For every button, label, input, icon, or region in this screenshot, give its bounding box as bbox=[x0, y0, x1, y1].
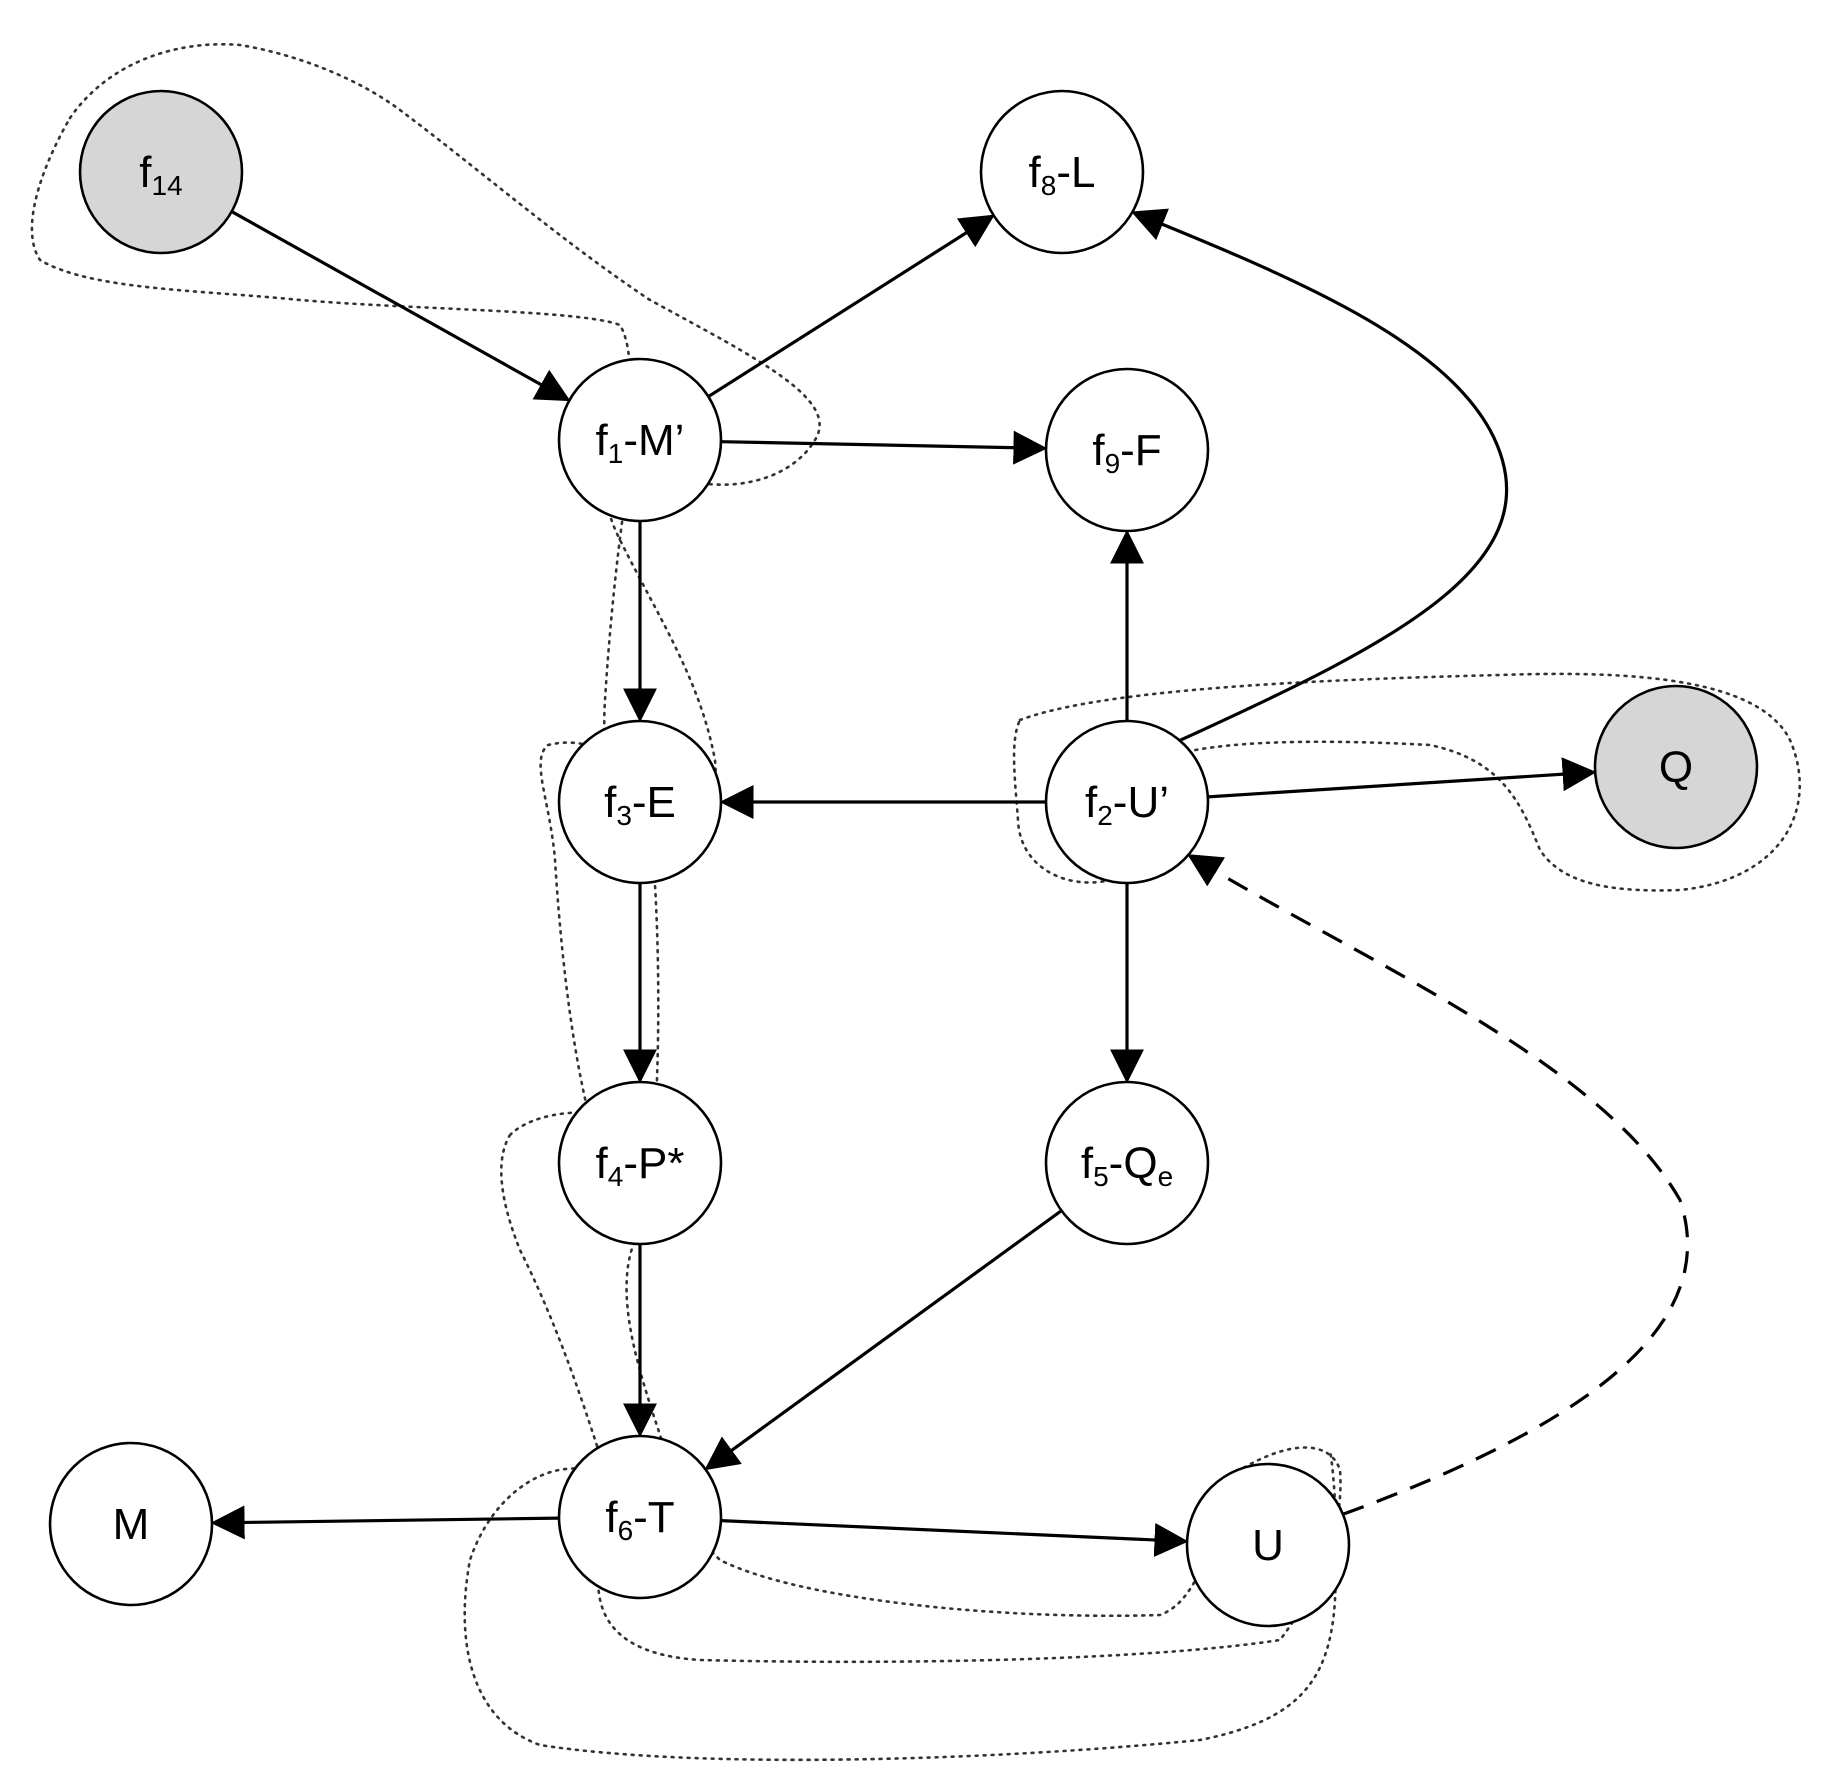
node-label: Q bbox=[1659, 743, 1693, 792]
node-label-subscript: 3 bbox=[616, 800, 632, 831]
node-label: f1-M’ bbox=[596, 416, 685, 469]
node-circle bbox=[1044, 1080, 1210, 1246]
node-f5Q[interactable]: f5-Qe bbox=[1044, 1080, 1210, 1246]
edge-f2U-to-f8L bbox=[1131, 208, 1509, 742]
edge-f6T-to-M bbox=[210, 1505, 560, 1540]
node-label: M bbox=[113, 1500, 150, 1549]
node-label-rest: -E bbox=[632, 778, 676, 827]
node-label-rest: -T bbox=[633, 1493, 675, 1542]
node-circle bbox=[979, 89, 1145, 255]
node-circle bbox=[1044, 719, 1210, 885]
node-circle bbox=[557, 719, 723, 885]
node-label-base: f bbox=[139, 148, 152, 197]
node-label-subscript: 6 bbox=[618, 1515, 634, 1546]
node-label-base: f bbox=[596, 1139, 609, 1188]
node-label-rest: -Q bbox=[1109, 1139, 1158, 1188]
node-label-base: f bbox=[1092, 426, 1105, 475]
node-label: f4-P* bbox=[596, 1139, 685, 1192]
node-label-subscript: 9 bbox=[1105, 448, 1121, 479]
node-U[interactable]: U bbox=[1185, 1462, 1351, 1628]
node-label-base: f bbox=[1081, 1139, 1094, 1188]
node-f8L[interactable]: f8-L bbox=[979, 89, 1145, 255]
node-label-base: f bbox=[1085, 778, 1098, 827]
node-f3E[interactable]: f3-E bbox=[557, 719, 723, 885]
node-label: f9-F bbox=[1092, 426, 1161, 479]
edge-f2U-to-Q bbox=[1207, 757, 1597, 799]
node-label: f6-T bbox=[605, 1493, 674, 1546]
node-label-subscript: 5 bbox=[1093, 1161, 1109, 1192]
node-label-rest: -U’ bbox=[1113, 778, 1169, 827]
node-label-base: f bbox=[1029, 148, 1042, 197]
edges bbox=[210, 208, 1690, 1557]
edge-f1M-to-f8L bbox=[707, 214, 995, 398]
node-label-rest: -M’ bbox=[623, 416, 684, 465]
node-M[interactable]: M bbox=[48, 1441, 214, 1607]
group-f6-u-outer bbox=[463, 1448, 1338, 1762]
node-label: f2-U’ bbox=[1085, 778, 1169, 831]
edge-f6T-to-U bbox=[720, 1519, 1189, 1557]
node-label: f3-E bbox=[604, 778, 676, 831]
node-label-base: Q bbox=[1659, 743, 1693, 792]
group-outlines bbox=[30, 43, 1801, 1762]
node-f14[interactable]: f14 bbox=[78, 89, 244, 255]
edge-f1M-to-f9F bbox=[720, 430, 1048, 465]
node-label: f14 bbox=[139, 148, 182, 201]
node-f9F[interactable]: f9-F bbox=[1044, 367, 1210, 533]
node-circle bbox=[78, 89, 244, 255]
edge-U-to-f2U bbox=[1187, 854, 1690, 1516]
node-label-subscript: 4 bbox=[608, 1161, 624, 1192]
node-label-subscript: 8 bbox=[1041, 170, 1057, 201]
node-label-rest: -P* bbox=[623, 1139, 684, 1188]
node-Q[interactable]: Q bbox=[1593, 684, 1759, 850]
node-label-subscript: 1 bbox=[608, 438, 624, 469]
node-label-subscript-2: e bbox=[1158, 1161, 1174, 1192]
node-f6T[interactable]: f6-T bbox=[557, 1434, 723, 1600]
node-label-base: U bbox=[1252, 1521, 1284, 1570]
group-f6-u-inner bbox=[594, 1446, 1342, 1664]
group-f14-f1 bbox=[30, 43, 821, 486]
edge-f5Q-to-f6T bbox=[704, 1209, 1063, 1471]
node-f1M[interactable]: f1-M’ bbox=[557, 357, 723, 523]
node-circle bbox=[1185, 1462, 1351, 1628]
node-label-base: M bbox=[113, 1500, 150, 1549]
node-circle bbox=[557, 1434, 723, 1600]
node-label-base: f bbox=[596, 416, 609, 465]
node-label-rest: -L bbox=[1056, 148, 1095, 197]
node-label: U bbox=[1252, 1521, 1284, 1570]
node-circle bbox=[557, 357, 723, 523]
node-circle bbox=[557, 1080, 723, 1246]
node-label-subscript: 2 bbox=[1097, 800, 1113, 831]
node-label: f8-L bbox=[1029, 148, 1096, 201]
node-f2U[interactable]: f2-U’ bbox=[1044, 719, 1210, 885]
node-label-base: f bbox=[605, 1493, 618, 1542]
node-circle bbox=[48, 1441, 214, 1607]
node-circle bbox=[1593, 684, 1759, 850]
node-f4P[interactable]: f4-P* bbox=[557, 1080, 723, 1246]
group-f2-q bbox=[1012, 672, 1801, 892]
node-circle bbox=[1044, 367, 1210, 533]
node-label: f5-Qe bbox=[1081, 1139, 1173, 1192]
edge-f14-to-f1M bbox=[230, 210, 571, 402]
node-label-subscript: 14 bbox=[152, 170, 183, 201]
node-label-base: f bbox=[604, 778, 617, 827]
node-label-rest: -F bbox=[1120, 426, 1162, 475]
